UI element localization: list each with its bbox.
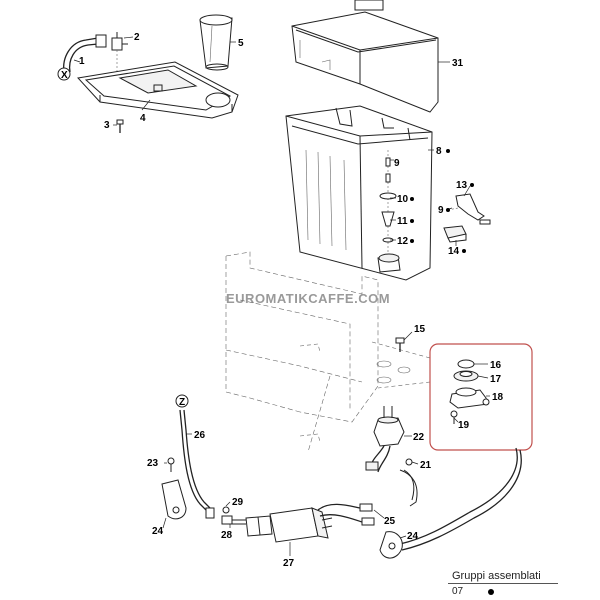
callout-10-dot [410,197,414,201]
callout-12-dot [410,239,414,243]
marker-x: X [57,67,71,81]
tube-right [399,447,518,545]
callout-14: 14 [448,246,460,257]
callout-12: 12 [397,236,409,247]
callout-21: 21 [420,460,432,471]
bracket-part-24-right [379,531,403,559]
callout-11-dot [410,219,414,223]
connector-part-2 [111,32,128,78]
footer-title: Gruppi assemblati [452,570,541,582]
callout-24-right: 24 [407,531,419,542]
callout-13: 13 [456,180,468,191]
highlight-box [429,343,533,451]
footer-page-number: 07 [452,586,464,597]
drip-tray-part-4 [77,61,239,119]
float-part-14 [443,225,467,243]
callout-9b: 9 [438,205,444,216]
callout-15: 15 [414,324,426,335]
footer-divider [448,583,558,584]
callout-3: 3 [104,120,110,131]
seal-part-16 [457,359,475,369]
callout-8-dot [446,149,450,153]
callout-9a: 9 [394,158,400,169]
tube-part-26 [179,409,213,513]
callout-31: 31 [452,58,464,69]
callout-28: 28 [221,530,233,541]
leader-lines [73,36,490,556]
screw-part-3 [116,119,124,133]
callout-13-dot [470,183,474,187]
fitting-part-28 [221,515,246,525]
callout-19: 19 [458,420,470,431]
tank-valve-stack [377,150,401,273]
callout-29: 29 [232,497,244,508]
callout-17: 17 [490,374,502,385]
valve-body-part-18 [449,387,490,409]
connector-part-25 [317,503,375,526]
pump-part-27 [245,507,333,543]
callout-4: 4 [140,113,146,124]
water-tank-part-8 [285,105,433,281]
bracket-part-24-left [161,479,187,520]
callout-16: 16 [490,360,502,371]
container-part-31 [291,0,439,113]
marker-z: Z [175,394,189,408]
callout-11: 11 [397,216,408,227]
callout-27: 27 [283,558,295,569]
valve-part-22 [365,406,405,473]
marker-z-label: Z [179,397,185,408]
watermark-text: EUROMATIKCAFFE.COM [226,291,390,306]
callout-9b-dot [446,208,450,212]
screw-part-19 [450,410,458,424]
callout-8: 8 [436,146,442,157]
callout-1: 1 [79,56,85,67]
callout-2: 2 [134,32,140,43]
fitting-part-29 [205,506,230,519]
callout-10: 10 [397,194,409,205]
callout-26: 26 [194,430,206,441]
callout-18: 18 [492,392,504,403]
callout-5: 5 [238,38,244,49]
callout-14-dot [462,249,466,253]
screw-part-23 [167,457,175,472]
callout-25: 25 [384,516,396,527]
callout-24-left: 24 [152,526,164,537]
callout-23: 23 [147,458,159,469]
hose-part-1 [63,34,107,73]
cup-part-5 [199,14,233,71]
screw-part-21 [399,458,418,507]
valve-part-17 [453,370,479,382]
screw-part-15 [395,337,405,352]
callout-22: 22 [413,432,425,443]
footer-bullet [488,589,494,595]
lever-part-13 [447,193,491,225]
marker-x-label: X [61,70,68,81]
